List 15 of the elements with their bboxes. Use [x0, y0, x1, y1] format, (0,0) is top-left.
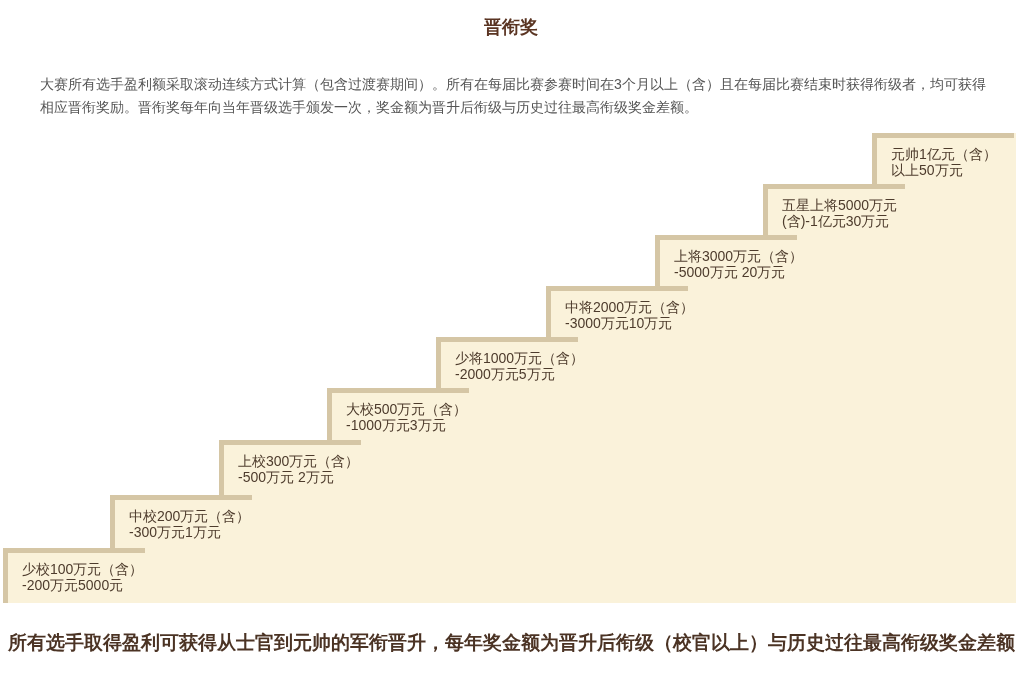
step-text: 五星上将5000万元(含)-1亿元30万元 — [782, 197, 898, 229]
stair-step — [763, 184, 1016, 235]
step-text: 大校500万元（含）-1000万元3万元 — [346, 401, 468, 433]
diagram-title: 晋衔奖 — [483, 16, 539, 38]
step-text: 少校100万元（含）-200万元5000元 — [22, 561, 144, 593]
caption-text: 所有选手取得盈利可获得从士官到元帅的军衔晋升，每年奖金额为晋升后衔级（校官以上）与历史过往最高衔级奖金差额 — [6, 631, 1016, 655]
step-text: 中校200万元（含）-300万元1万元 — [129, 508, 251, 540]
stair-step — [872, 133, 1016, 184]
step-text: 少将1000万元（含）-2000万元5万元 — [455, 350, 585, 382]
step-text: 元帅1亿元（含）以上50万元 — [891, 146, 997, 178]
step-text: 上校300万元（含）-500万元 2万元 — [238, 453, 360, 485]
step-text: 上将3000万元（含）-5000万元 20万元 — [674, 248, 804, 280]
stair-step — [3, 548, 1016, 603]
step-text: 中将2000万元（含）-3000万元10万元 — [565, 299, 695, 331]
intro-paragraph: 大赛所有选手盈利额采取滚动连续方式计算（包含过渡赛期间）。所有在每届比赛参赛时间在3个月以上（含）且在每届比赛结束时获得衔级者，均可获得相应晋衔奖励。晋衔奖每年向当年晋级选手颁发一次，奖金额为晋升后衔级与历史过往最高衔级奖金差额。 — [40, 75, 987, 117]
